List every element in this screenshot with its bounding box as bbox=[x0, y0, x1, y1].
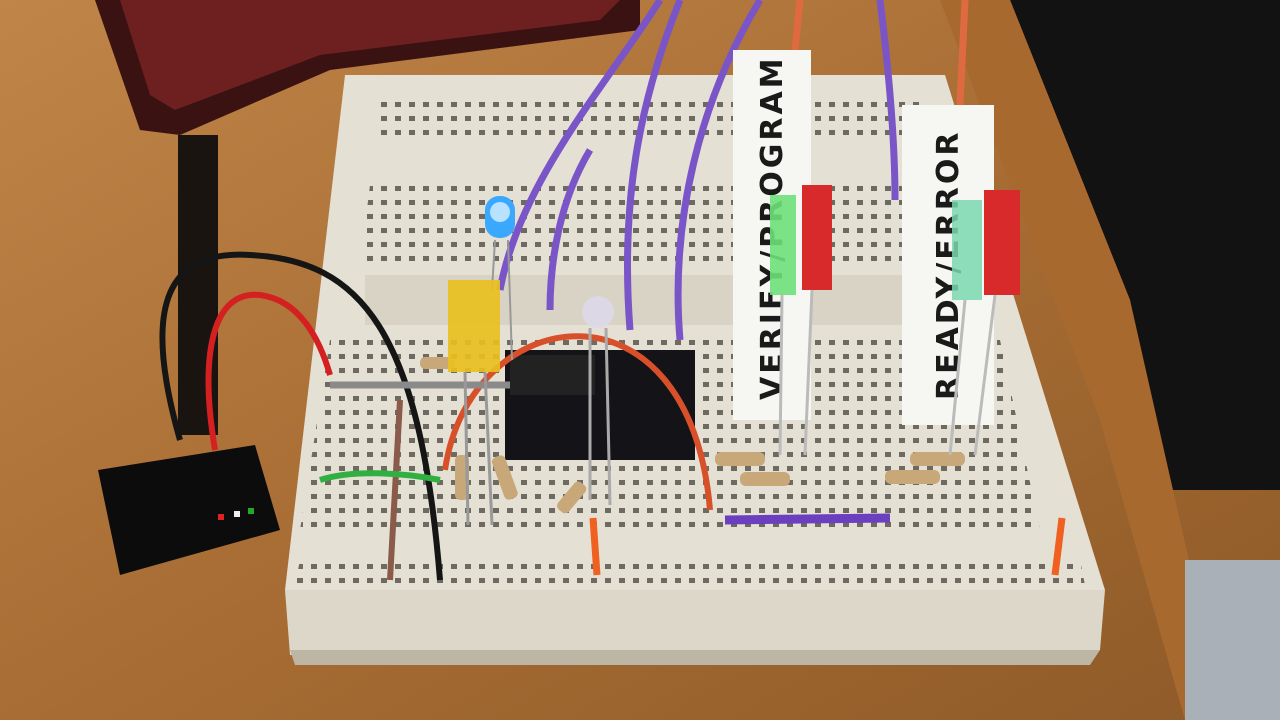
orange-jumper bbox=[1051, 517, 1066, 576]
dark-background bbox=[1010, 0, 1280, 490]
table-edge bbox=[940, 0, 1225, 720]
breadboard-base bbox=[290, 650, 1100, 665]
green-led bbox=[952, 200, 982, 300]
red-power-wire bbox=[205, 291, 333, 451]
black-power-wire bbox=[159, 251, 443, 581]
led-lead bbox=[778, 294, 784, 456]
orange-wire bbox=[791, 0, 804, 51]
connector-pin bbox=[248, 508, 254, 514]
gray-object bbox=[1185, 560, 1280, 720]
hole-rows-bottom bbox=[295, 560, 1085, 585]
resistor bbox=[491, 455, 518, 500]
case-stand bbox=[178, 135, 218, 435]
led-lead bbox=[463, 371, 470, 526]
red-led bbox=[984, 190, 1020, 295]
blue-led-glow bbox=[490, 202, 510, 222]
orange-wire bbox=[956, 0, 969, 106]
resistor bbox=[715, 452, 765, 466]
power-connector bbox=[98, 445, 280, 575]
led-lead bbox=[973, 294, 997, 456]
purple-wire bbox=[674, 0, 764, 341]
led-lead bbox=[948, 299, 967, 456]
yellow-led bbox=[448, 280, 500, 372]
red-case-top bbox=[120, 0, 620, 110]
connector-pin bbox=[234, 511, 240, 517]
connector-pin bbox=[218, 514, 224, 520]
breadboard-front bbox=[285, 590, 1105, 655]
purple-wire bbox=[876, 0, 899, 201]
led-lead bbox=[604, 327, 612, 506]
led-lead bbox=[507, 239, 513, 361]
green-led bbox=[770, 195, 796, 295]
purple-wire bbox=[496, 0, 663, 291]
orange-jumper bbox=[589, 517, 601, 576]
resistor bbox=[740, 472, 790, 486]
resistor bbox=[557, 481, 587, 514]
resistor bbox=[420, 357, 455, 369]
led-lead bbox=[803, 289, 814, 456]
purple-wire bbox=[623, 0, 684, 331]
green-wire bbox=[319, 470, 441, 483]
led-lead bbox=[483, 371, 494, 526]
resistor bbox=[885, 470, 940, 484]
red-led bbox=[802, 185, 832, 290]
brown-wire bbox=[387, 399, 403, 581]
resistor bbox=[910, 452, 965, 466]
clear-led bbox=[582, 296, 614, 328]
ic-chip bbox=[510, 355, 595, 395]
purple-wire bbox=[546, 148, 594, 311]
purple-jumper bbox=[724, 513, 891, 525]
hole-rows-upper bbox=[360, 185, 955, 265]
